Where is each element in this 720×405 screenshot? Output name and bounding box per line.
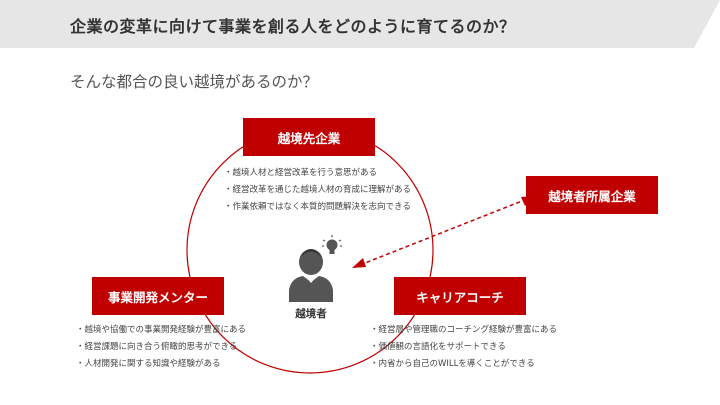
header-banner: 企業の変革に向けて事業を創る人をどのように育てるのか？ [0, 0, 720, 48]
arrowhead-left-icon [352, 258, 366, 268]
bullet-item: ・価値観の言語化をサポートできる [370, 342, 506, 352]
person-icon [289, 249, 333, 302]
bullet-item: ・越境人材と経営改革を行う意思がある [224, 168, 378, 178]
node-career-coach: キャリアコーチ [394, 277, 526, 315]
person-label: 越境者 [295, 308, 327, 320]
bullet-item: ・作業依頼ではなく本質的問題解決を志向できる [224, 202, 411, 212]
bullet-item: ・経営層や管理職のコーチング経験が豊富にある [370, 325, 558, 335]
mentor-bullets: ・越境や協働での事業開発経験が豊富にある ・経営課題に向き合う俯瞰的思考ができる… [76, 322, 246, 373]
host-company-bullets: ・越境人材と経営改革を行う意思がある ・経営改革を通じた越境人材の育成に理解があ… [224, 165, 411, 216]
node-home-company: 越境者所属企業 [526, 176, 658, 214]
bullet-item: ・経営改革を通じた越境人材の育成に理解がある [224, 185, 412, 195]
bullet-item: ・人材開発に関する知識や経験がある [76, 359, 221, 369]
coach-bullets: ・経営層や管理職のコーチング経験が豊富にある ・価値観の言語化をサポートできる … [370, 322, 557, 373]
node-host-company: 越境先企業 [243, 118, 375, 156]
bullet-item: ・越境や協働での事業開発経験が豊富にある [76, 325, 247, 335]
page-title: 企業の変革に向けて事業を創る人をどのように育てるのか？ [70, 17, 516, 36]
banner-background [0, 0, 720, 48]
node-business-mentor: 事業開発メンター [92, 277, 224, 315]
bullet-item: ・経営課題に向き合う俯瞰的思考ができる [76, 342, 238, 352]
page-subtitle: そんな都合の良い越境があるのか？ [70, 73, 319, 91]
bullet-item: ・内省から自己のWILLを導くことができる [370, 359, 535, 369]
lightbulb-icon [322, 235, 342, 254]
